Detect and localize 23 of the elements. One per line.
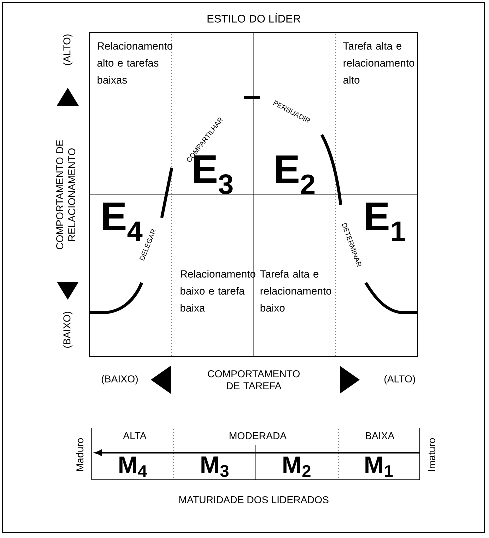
style-label: E$_{1}$ [366,202,406,242]
style-label: E$_{2}$ [276,156,315,194]
quadrant-text: Relacionamento alto e tarefas baixas [98,42,173,84]
axis-title: COMPORTAMENTO DE RELACIONAMENTO [56,140,76,250]
maturity-label: M$_{3}$ [202,456,229,478]
quadrant-text: Tarefa alta e relacionamento baixo [260,270,332,312]
scale-title: MATURIDADE DOS LIDERADOS [180,496,329,504]
scale-end-label: Imaturo [428,438,436,472]
axis-title: COMPORTAMENTO DE TAREFA [208,370,300,390]
axis-label: (BAIXO) [102,375,138,385]
title: ESTILO DO LÍDER [208,13,301,23]
axis-label: (ALTO) [63,34,73,66]
maturity-level: MODERADA [230,432,287,440]
maturity-level: BAIXA [366,432,395,440]
maturity-label: M$_{4}$ [120,456,148,478]
maturity-label: M$_{1}$ [366,456,393,478]
maturity-level: ALTA [123,432,147,440]
axis-label: (ALTO) [384,375,416,385]
maturity-label: M$_{2}$ [284,456,311,478]
quadrant-text: Tarefa alta e relacionamento alto [343,42,415,84]
quadrant-text: Relacionamento baixo e tarefa baixa [180,270,256,312]
scale-end-label: Maduro [76,438,84,472]
axis-label: (BAIXO) [63,312,73,348]
